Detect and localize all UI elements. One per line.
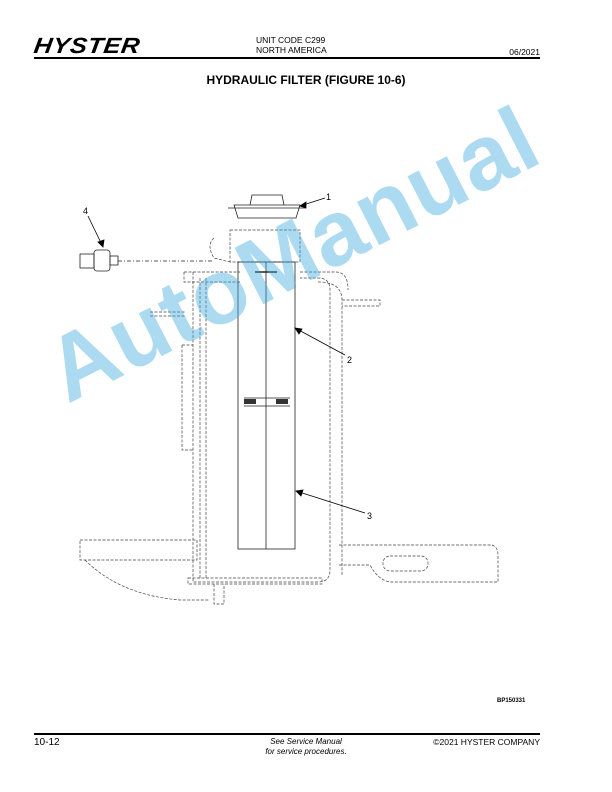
footer-note-line2: for service procedures. [265, 747, 347, 756]
page-title: HYDRAULIC FILTER (FIGURE 10-6) [206, 73, 406, 87]
callout-4: 4 [83, 206, 88, 216]
header-unit-info: UNIT CODE C299 NORTH AMERICA [256, 35, 327, 55]
unit-code: UNIT CODE C299 [256, 35, 326, 45]
footer-note-line1: See Service Manual [270, 737, 342, 746]
figure-id: BP150331 [497, 698, 526, 704]
callout-2: 2 [347, 355, 352, 365]
region: NORTH AMERICA [256, 45, 327, 55]
page-number: 10-12 [34, 737, 60, 748]
callout-1: 1 [326, 192, 331, 202]
copyright: ©2021 HYSTER COMPANY [433, 737, 540, 747]
footer-note: See Service Manual for service procedure… [0, 737, 612, 757]
callout-3: 3 [367, 511, 372, 521]
header-rule [34, 57, 540, 59]
header-date: 06/2021 [509, 47, 540, 57]
footer-rule [34, 733, 540, 735]
